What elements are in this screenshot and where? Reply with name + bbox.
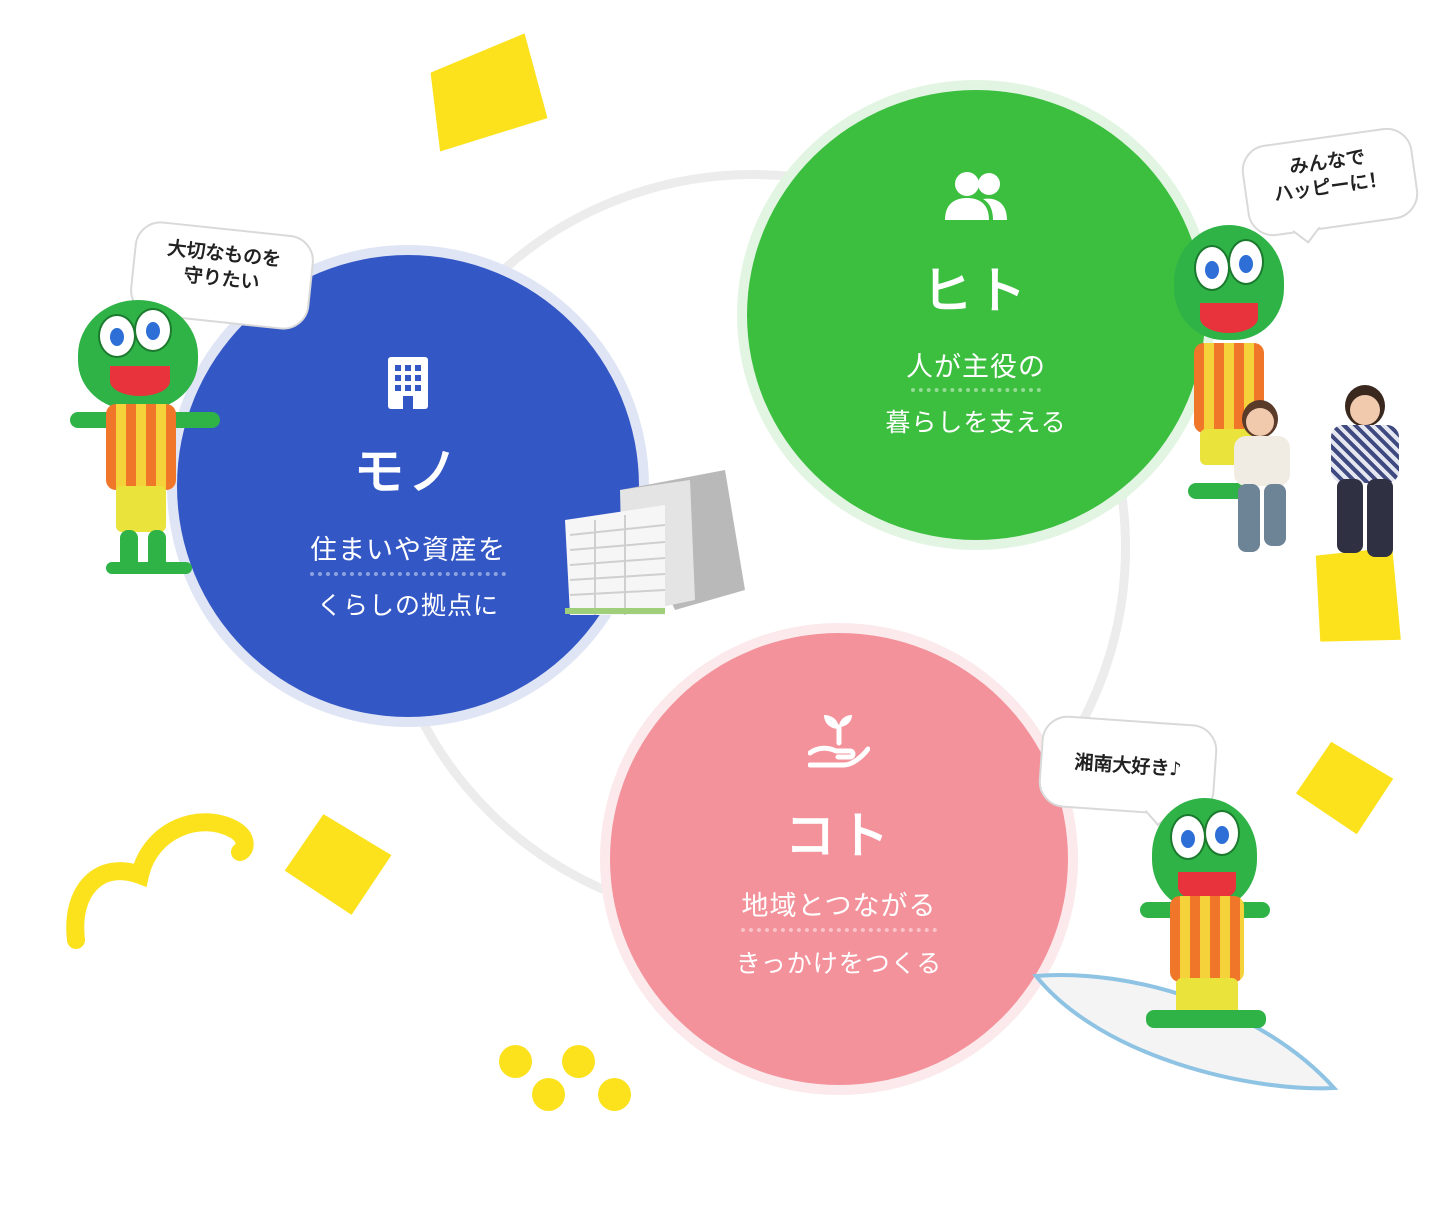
surfboard	[1032, 973, 1339, 1091]
hito-circle: ヒト 人が主役の 暮らしを支える	[747, 90, 1205, 540]
yellow-dot	[598, 1078, 631, 1111]
koto-subtitle-line1: 地域とつながる	[741, 891, 937, 922]
frog-mascot-left	[70, 300, 220, 575]
building-icon	[388, 357, 428, 417]
mono-subtitle-line2: くらしの拠点に	[316, 591, 499, 620]
hito-title: ヒト	[922, 262, 1030, 320]
yellow-dot	[562, 1045, 595, 1078]
koto-circle: コト 地域とつながる きっかけをつくる	[610, 633, 1068, 1085]
dotted-divider	[741, 928, 937, 932]
mono-subtitle-line1: 住まいや資産を	[310, 535, 506, 566]
sprout-hand-icon	[807, 713, 871, 777]
bubble-text: 湘南大好き♪	[1073, 751, 1183, 781]
bubble-text: 大切なものを 守りたい	[166, 237, 283, 294]
koto-title: コト	[785, 807, 893, 865]
child-photo-right	[1315, 385, 1420, 565]
yellow-dot	[499, 1045, 532, 1078]
koto-subtitle-line2: きっかけをつくる	[735, 949, 943, 978]
frog-mascot-right	[1170, 225, 1284, 505]
hito-subtitle-line2: 暮らしを支える	[885, 408, 1067, 437]
mono-title: モノ	[354, 443, 462, 501]
mono-circle: モノ 住まいや資産を くらしの拠点に	[177, 255, 639, 717]
people-icon	[943, 170, 1009, 230]
yellow-dot	[532, 1078, 565, 1111]
hito-subtitle-line1: 人が主役の	[906, 352, 1046, 383]
speech-bubble-hito: みんなで ハッピーに！	[1238, 124, 1422, 244]
yellow-shape-left-low	[278, 808, 396, 920]
apartment-building-image	[565, 470, 745, 615]
frog-mascot-surfing	[1140, 798, 1270, 1048]
dotted-divider	[310, 572, 506, 576]
yellow-shape-top	[405, 25, 564, 170]
yellow-shape-right-low	[1290, 736, 1398, 839]
child-photo-left	[1228, 400, 1298, 560]
yellow-squiggle	[66, 813, 254, 949]
dotted-divider	[911, 388, 1041, 392]
bubble-text: みんなで ハッピーに！	[1272, 146, 1389, 206]
